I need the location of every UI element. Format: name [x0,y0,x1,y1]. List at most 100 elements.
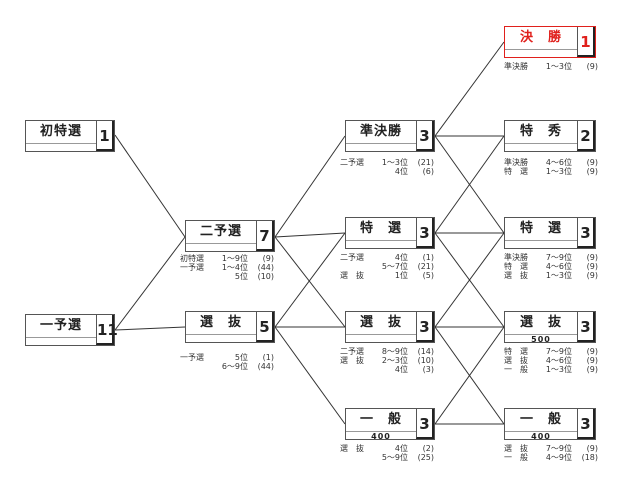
node-count: 3 [416,312,434,342]
note-rank: 5位 [234,353,248,362]
note-count: (6) [422,167,434,176]
note-count: (14) [417,347,434,356]
note-source: 特 選 [504,167,528,176]
note-count: (9) [586,158,598,167]
note-count: (9) [586,271,598,280]
note-rank: 5～9位 [381,453,408,462]
node-sub [505,49,577,59]
edge-senbatsu-tokusen-r [434,232,505,328]
note-count: (9) [586,167,598,176]
edge-niyosen-senbatsu [274,236,346,328]
node-name: 選 抜 [359,315,402,330]
note-source [340,262,370,271]
node-count: 2 [577,121,595,151]
node-name: 準決勝 [359,124,402,139]
note-source: 一 般 [504,365,528,374]
note-row: 5～9位 (25) [340,453,434,462]
note-rank: 4～6位 [545,262,572,271]
note-source: 二予選 [340,347,364,356]
node-count: 3 [577,409,595,439]
node-sub: 400 [346,431,416,441]
note-count: (9) [586,444,598,453]
node-count: 7 [256,221,274,251]
node-senbatsu-mid: 選 抜 3 [345,311,435,343]
note-row: 4位(6) [340,167,434,176]
note-rank: 1～3位 [381,158,408,167]
node-niyosen: 二予選 7 [185,220,275,252]
note-row: 5位(10) [180,272,274,281]
note-count: (10) [257,272,274,281]
node-count: 1 [577,27,595,57]
note-rank: 1～3位 [545,271,572,280]
note-count: (2) [422,444,434,453]
note-rank: 5～7位 [381,262,408,271]
node-senbatsu-right: 選 抜 500 3 [504,311,596,344]
node-sub [505,240,577,250]
note-count: (18) [581,453,598,462]
note-row: 4位(3) [340,365,434,374]
note-rank: 4～9位 [545,453,572,462]
note-count: (21) [417,158,434,167]
edge-senbatsu-ippan [274,326,346,425]
note-rank: 1～3位 [545,365,572,374]
note-source: 初特選 [180,254,204,263]
note-source: 特 選 [504,262,528,271]
node-count: 3 [416,121,434,151]
edge-ichiyosen-niyosen [114,236,186,331]
note-count: (9) [262,254,274,263]
edge-niyosen-junkessho [274,135,346,238]
note-source: 二予選 [340,158,364,167]
note-rank: 4位 [394,365,408,374]
node-name: 決 勝 [519,30,562,45]
node-sub [26,143,96,153]
node-kessho: 決 勝 1 [504,26,596,58]
node-count: 3 [577,218,595,248]
note-source: 選 抜 [504,356,528,365]
note-source: 選 抜 [504,271,528,280]
note-rank: 1～4位 [221,263,248,272]
note-rank: 4位 [394,253,408,262]
note-count: (9) [586,62,598,71]
node-sub [186,334,256,344]
node-name: 一 般 [359,412,402,427]
note-source: 選 抜 [340,356,364,365]
edge-senbatsu-tokusen [274,232,346,328]
node-name: 二予選 [199,224,242,239]
edge-niyosen-tokusen [274,232,346,238]
node-name: 一 般 [519,412,562,427]
edge-junkessho-kessho [434,41,505,137]
note-count: (1) [262,353,274,362]
note-count: (1) [422,253,434,262]
note-source: 一 般 [504,453,528,462]
note-source: 一予選 [180,353,204,362]
note-count: (25) [417,453,434,462]
note-rank: 7～9位 [545,253,572,262]
node-name: 特 選 [359,221,402,236]
node-count: 5 [256,312,274,342]
node-sub: 400 [505,431,577,441]
node-name: 特 秀 [519,124,562,139]
note-rank: 1～3位 [545,62,572,71]
note-source [340,167,370,176]
note-rank: 7～9位 [545,347,572,356]
note-rank: 8～9位 [381,347,408,356]
note-count: (9) [586,253,598,262]
note-rank: 1位 [394,271,408,280]
note-row: 二予選 8～9位 (14) [340,347,434,356]
note-count: (44) [257,263,274,272]
note-count: (9) [586,262,598,271]
